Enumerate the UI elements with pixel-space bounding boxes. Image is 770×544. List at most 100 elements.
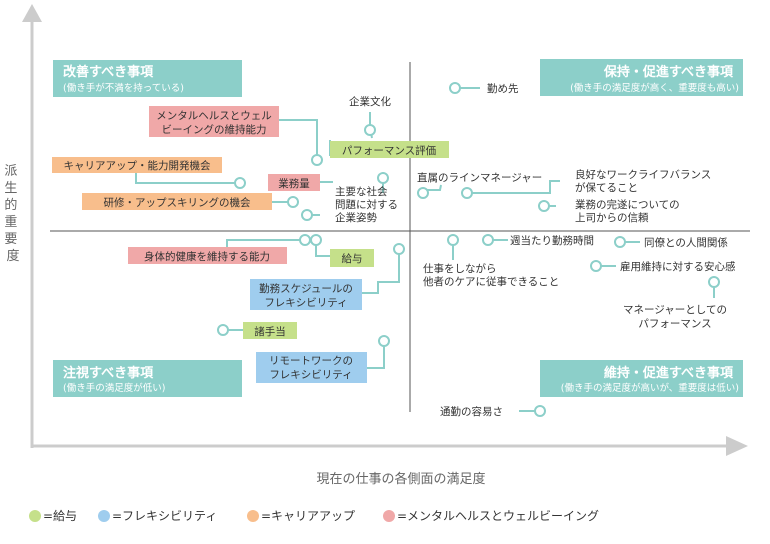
quadrant-bottom-right: 維持・促進すべき事項 (働き手の満足度が高いが、重要度は低い) (540, 360, 743, 397)
label-shu-atari: 週当たり勤務時間 (510, 234, 594, 247)
legend: =給与 =フレキシビリティ =キャリアアップ =メンタルヘルスとウェルビーイング (29, 509, 599, 523)
tag-label: パフォーマンス評価 (342, 144, 436, 157)
marker (287, 196, 299, 208)
label-care: 仕事をしながら 他者のケアに従事できること (423, 262, 559, 288)
label-shakai-mondai: 主要な社会 問題に対する 企業姿勢 (335, 185, 398, 224)
marker (301, 209, 313, 221)
tag-label-line2: フレキシビリティ (264, 297, 347, 309)
legend-dot-career (247, 510, 259, 522)
marker (217, 324, 229, 336)
quadrant-title: 保持・促進すべき事項 (603, 64, 734, 80)
marker (538, 200, 550, 212)
marker (449, 82, 461, 94)
legend-label: =フレキシビリティ (112, 509, 217, 523)
label-koyo-iji: 雇用維持に対する安心感 (620, 260, 736, 273)
tag-mental-health: メンタルヘルスとウェル ビーイングの維持能力 (149, 106, 279, 137)
label-line2: パフォーマンス (638, 318, 711, 330)
tag-shintai: 身体的健康を維持する能力 (128, 247, 287, 264)
quadrant-subtitle: (働き手が不満を持っている) (63, 82, 184, 94)
y-axis-char: 度 (6, 248, 19, 264)
legend-dot-flex (98, 510, 110, 522)
tag-schedule-flex: 勤務スケジュールの フレキシビリティ (250, 279, 362, 310)
marker (482, 234, 494, 246)
label-line2: 問題に対する (335, 198, 398, 211)
tag-label-line2: ビーイングの維持能力 (162, 123, 267, 136)
marker (377, 172, 389, 184)
y-axis-char: 生 (4, 181, 17, 196)
label-manager-perf: マネージャーとしての パフォーマンス (623, 304, 727, 330)
marker (708, 276, 720, 288)
tag-kenshu: 研修・アップスキリングの機会 (82, 193, 272, 210)
label-line2: 他者のケアに従事できること (423, 275, 559, 288)
quadrant-top-left: 改善すべき事項 (働き手が不満を持っている) (53, 60, 242, 97)
label-kanzui: 業務の完遂についての 上司からの信頼 (575, 198, 680, 224)
tag-career-up: キャリアアップ・能力開発機会 (52, 157, 222, 173)
marker (393, 243, 405, 255)
label-line1: 主要な社会 (335, 185, 388, 198)
marker (417, 187, 429, 199)
quadrant-title: 維持・促進すべき事項 (604, 365, 734, 381)
tag-label: キャリアアップ・能力開発機会 (64, 159, 211, 172)
label-kigyo-bunka: 企業文化 (349, 95, 391, 108)
y-axis-label: 派 生 的 重 要 度 (4, 164, 21, 264)
tag-performance-eval: パフォーマンス評価 (330, 141, 449, 158)
tag-label-line1: メンタルヘルスとウェル (156, 110, 272, 122)
marker (447, 234, 459, 246)
label-tsukin: 通勤の容易さ (440, 405, 503, 418)
marker (614, 236, 626, 248)
axes (22, 4, 748, 456)
tag-gyomuryo: 業務量 (268, 174, 320, 191)
quadrant-subtitle: (働き手の満足度が高く、重要度も高い) (570, 82, 739, 94)
marker (378, 335, 390, 347)
label-wlb: 良好なワークライフバランス が保てること (575, 168, 711, 194)
tag-label: 給与 (342, 252, 363, 265)
tag-label: 諸手当 (254, 325, 286, 338)
legend-dot-mental (383, 510, 395, 522)
marker (310, 234, 322, 246)
quadrant-title: 改善すべき事項 (63, 64, 154, 80)
tag-label-line2: フレキシビリティ (269, 369, 352, 381)
label-line2: 上司からの信頼 (575, 212, 649, 224)
label-line2: が保てること (575, 181, 638, 194)
marker (461, 187, 473, 199)
quadrant-bottom-left: 注視すべき事項 (働き手の満足度が低い) (53, 360, 242, 397)
y-axis-char: 的 (4, 197, 17, 213)
quadrant-subtitle: (働き手の満足度が低い) (63, 382, 165, 394)
label-line1: マネージャーとしての (623, 304, 727, 316)
legend-label: =給与 (43, 509, 77, 523)
label-doryo: 同僚との人間関係 (644, 236, 728, 249)
label-tsutomesaki: 勤め先 (487, 82, 519, 95)
label-line-manager: 直属のラインマネージャー (417, 171, 542, 184)
label-line3: 企業姿勢 (335, 211, 377, 224)
marker (364, 124, 376, 136)
tag-label-line1: リモートワークの (269, 355, 353, 367)
y-axis-char: 要 (4, 232, 17, 247)
label-line1: 仕事をしながら (423, 262, 497, 275)
marker (311, 154, 323, 166)
label-line1: 業務の完遂についての (575, 198, 680, 211)
tag-label: 業務量 (278, 177, 310, 190)
marker (234, 177, 246, 189)
legend-dot-kyuyo (29, 510, 41, 522)
tag-remote-flex: リモートワークの フレキシビリティ (256, 352, 367, 383)
quadrant-top-right: 保持・促進すべき事項 (働き手の満足度が高く、重要度も高い) (540, 59, 743, 96)
quadrant-subtitle: (働き手の満足度が高いが、重要度は低い) (561, 382, 739, 394)
legend-label: =メンタルヘルスとウェルビーイング (397, 509, 599, 523)
legend-label: =キャリアアップ (261, 509, 355, 523)
x-axis-arrow (726, 436, 748, 456)
tag-teate: 諸手当 (243, 322, 297, 339)
marker (590, 260, 602, 272)
marker (299, 234, 311, 246)
tag-label: 研修・アップスキリングの機会 (104, 196, 251, 209)
tag-label-line1: 勤務スケジュールの (259, 282, 353, 295)
y-axis-arrow (22, 4, 42, 22)
y-axis-char: 派 (4, 164, 17, 179)
tag-label: 身体的健康を維持する能力 (144, 250, 270, 263)
y-axis-char: 重 (4, 214, 17, 230)
tag-kyuyo: 給与 (330, 249, 374, 267)
data-markers (217, 82, 720, 417)
marker (534, 405, 546, 417)
label-line1: 良好なワークライフバランス (575, 168, 711, 181)
quadrant-title: 注視すべき事項 (63, 365, 154, 381)
